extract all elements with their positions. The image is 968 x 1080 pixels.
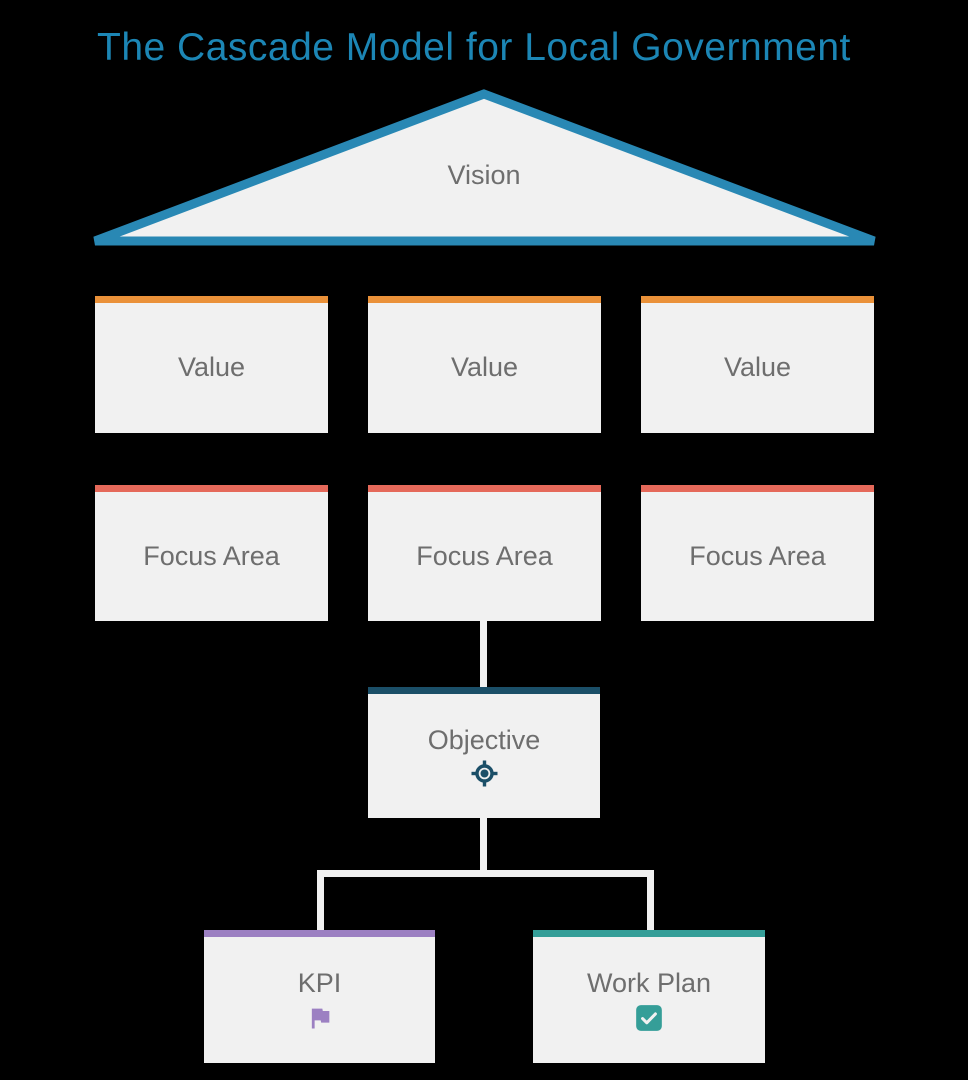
focus-area-label: Focus Area <box>143 540 280 571</box>
connector-to-work-plan <box>647 874 654 930</box>
connector-to-kpi <box>317 874 324 930</box>
pyramid-shape <box>93 89 876 246</box>
value-box-1: Value <box>95 296 328 433</box>
focus-area-box-2: Focus Area <box>368 485 601 621</box>
value-label: Value <box>723 352 792 383</box>
target-icon <box>471 760 498 787</box>
value-label: Value <box>177 352 246 383</box>
flag-icon <box>306 1004 334 1032</box>
focus-area-label: Focus Area <box>689 540 826 571</box>
focus-area-box-3: Focus Area <box>641 485 874 621</box>
value-label: Value <box>450 352 519 383</box>
value-box-3: Value <box>641 296 874 433</box>
focus-area-label: Focus Area <box>416 540 553 571</box>
work-plan-label: Work Plan <box>586 968 712 999</box>
kpi-label: KPI <box>297 968 342 999</box>
value-box-2: Value <box>368 296 601 433</box>
vision-label: Vision <box>447 160 521 190</box>
objective-box: Objective <box>368 687 600 818</box>
page-title: The Cascade Model for Local Government <box>97 26 851 69</box>
checkbox-icon <box>635 1004 663 1032</box>
focus-area-box-1: Focus Area <box>95 485 328 621</box>
connector-objective-down <box>480 818 487 877</box>
connector-focus-to-objective <box>480 621 487 687</box>
kpi-box: KPI <box>204 930 435 1063</box>
vision-pyramid <box>93 89 876 246</box>
work-plan-box: Work Plan <box>533 930 765 1063</box>
connector-branch-horizontal <box>317 870 654 877</box>
objective-label: Objective <box>427 724 541 755</box>
